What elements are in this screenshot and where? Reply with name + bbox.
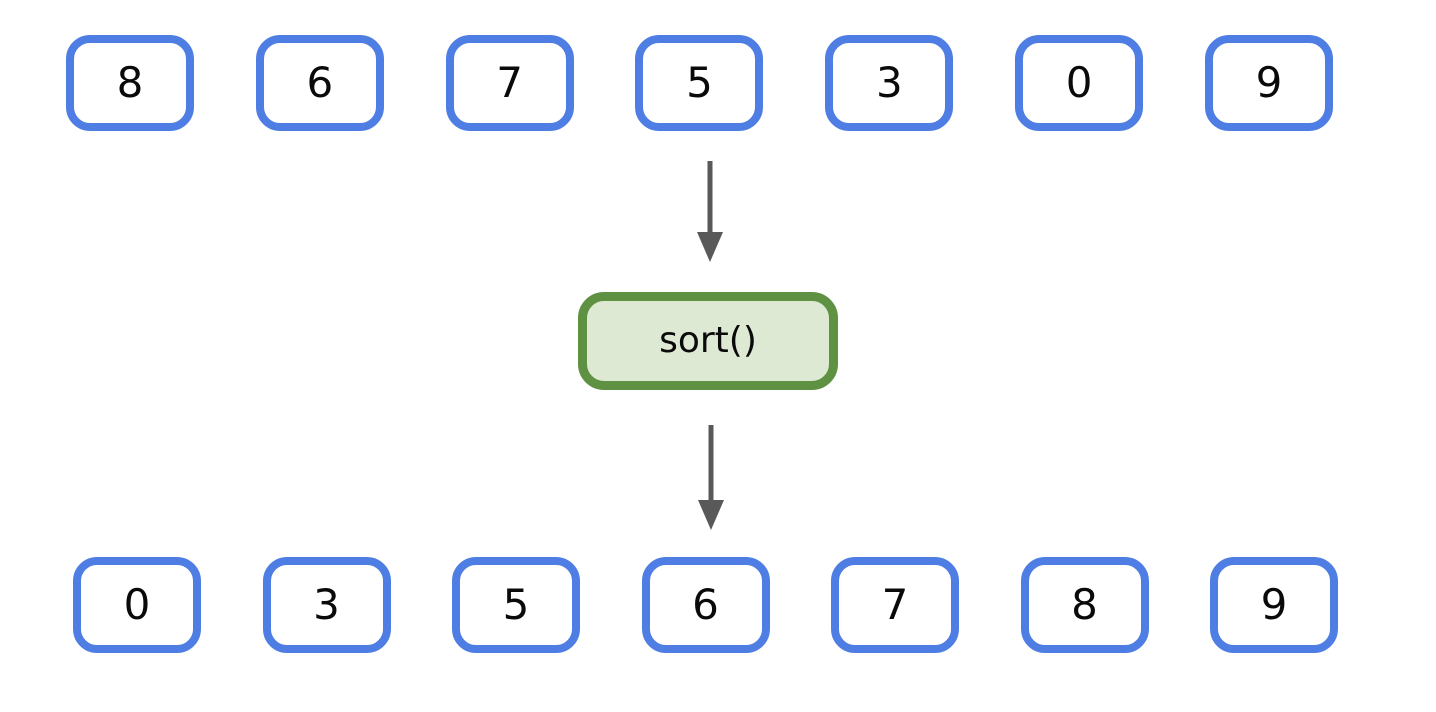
sort-operation-box: sort() <box>578 292 838 390</box>
output-array-box: 6 <box>641 557 770 653</box>
input-array-box: 3 <box>825 35 954 131</box>
input-array-box: 7 <box>445 35 574 131</box>
output-array-box: 8 <box>1020 557 1149 653</box>
down-arrow-icon <box>698 425 724 530</box>
input-array-box: 9 <box>1204 35 1333 131</box>
input-array-row: 8 6 7 5 3 0 9 <box>66 35 1333 131</box>
input-array-box: 6 <box>255 35 384 131</box>
down-arrow-icon <box>697 161 723 262</box>
output-array-box: 5 <box>452 557 580 653</box>
input-array-box: 0 <box>1015 35 1144 131</box>
input-array-box: 5 <box>635 35 764 131</box>
output-array-box: 0 <box>73 557 201 653</box>
output-array-box: 9 <box>1210 557 1338 653</box>
input-array-box: 8 <box>66 35 194 131</box>
output-array-box: 3 <box>262 557 391 653</box>
output-array-box: 7 <box>831 557 959 653</box>
output-array-row: 0 3 5 6 7 8 9 <box>73 557 1338 653</box>
